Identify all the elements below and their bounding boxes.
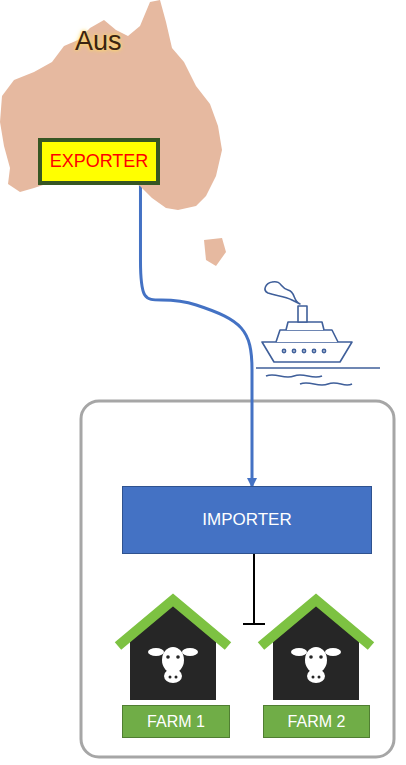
importer-box: IMPORTER [122,486,372,554]
box-label: FARM 1 [147,713,205,731]
ownership-line [243,554,265,624]
barn-icon [118,600,228,700]
farm-label: FARM 1 [122,705,230,738]
barn-icon [261,600,371,700]
farm-label: FARM 2 [263,705,370,738]
box-label: IMPORTER [202,510,291,530]
shipping-arrow [140,185,252,486]
country-map: AusEXPORTER [0,0,232,272]
ship-icon [256,282,380,385]
box-label: EXPORTER [50,151,149,172]
box-label: FARM 2 [288,713,346,731]
exporter-box: EXPORTER [38,138,160,185]
group-container [81,401,394,757]
country-name: Aus [75,26,122,57]
